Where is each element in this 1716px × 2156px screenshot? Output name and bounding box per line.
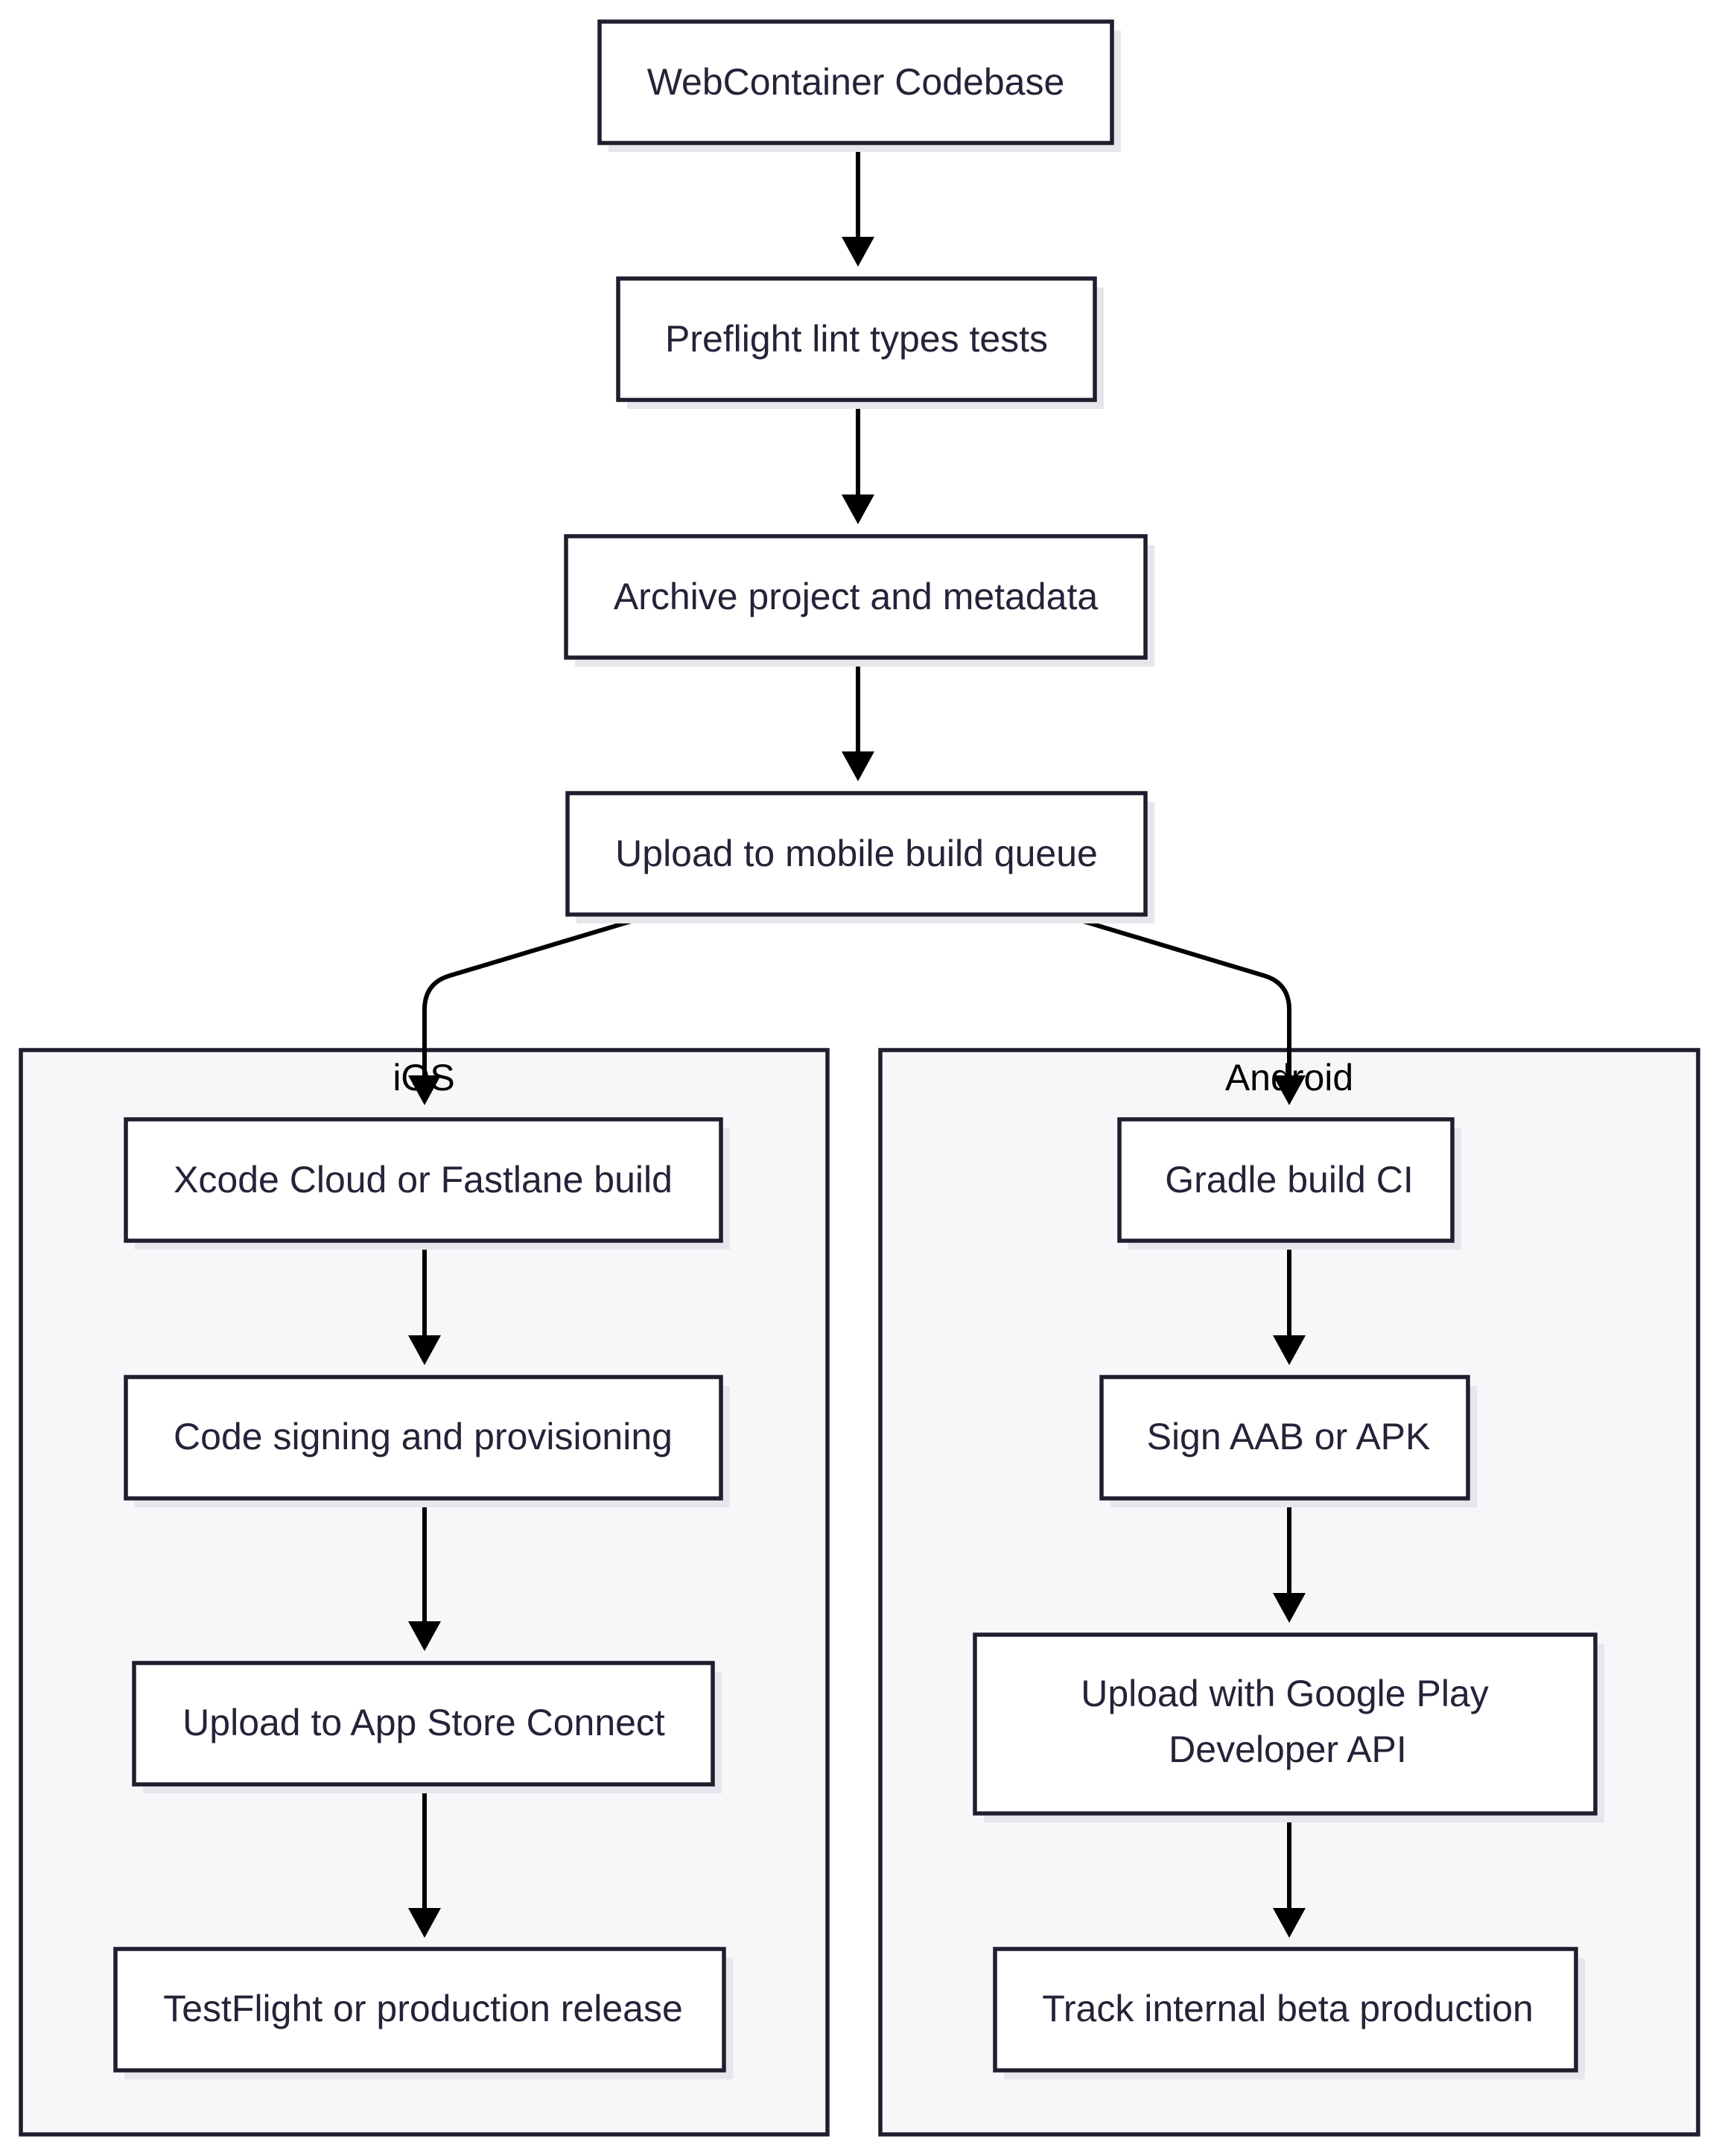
edge-preflight-to-archive: [842, 400, 874, 524]
edge-ios-build-to-signing: [408, 1241, 441, 1365]
node-android-build-label: Gradle build CI: [1165, 1159, 1414, 1201]
node-upload-queue[interactable]: Upload to mobile build queue: [565, 791, 1154, 923]
node-ios-release[interactable]: TestFlight or production release: [113, 1947, 733, 2079]
edge-android-upload-to-track: [1273, 1813, 1306, 1938]
node-ios-signing[interactable]: Code signing and provisioning: [124, 1375, 730, 1507]
node-ios-build-label: Xcode Cloud or Fastlane build: [174, 1159, 673, 1201]
node-android-sign[interactable]: Sign AAB or APK: [1099, 1375, 1477, 1507]
arrowhead: [408, 1621, 441, 1651]
node-preflight-label: Preflight lint types tests: [665, 318, 1048, 360]
node-upload-queue-label: Upload to mobile build queue: [615, 833, 1098, 874]
edge-android-sign-to-upload: [1273, 1498, 1306, 1623]
node-archive[interactable]: Archive project and metadata: [564, 534, 1154, 667]
node-codebase-label: WebContainer Codebase: [647, 61, 1065, 103]
edge-upload-queue-to-android-build: [1063, 913, 1306, 1105]
arrowhead: [1273, 1593, 1306, 1623]
arrowhead: [408, 1335, 441, 1365]
node-android-build[interactable]: Gradle build CI: [1117, 1117, 1461, 1250]
node-android-track[interactable]: Track internal beta production: [993, 1947, 1585, 2079]
arrowhead: [408, 1075, 441, 1105]
edge-archive-to-upload-queue: [842, 658, 874, 781]
node-ios-release-label: TestFlight or production release: [163, 1988, 683, 2029]
edge-ios-upload-to-release: [408, 1784, 441, 1938]
arrowhead: [842, 495, 874, 524]
arrowhead: [1273, 1075, 1306, 1105]
node-ios-upload-label: Upload to App Store Connect: [182, 1702, 665, 1743]
node-android-upload[interactable]: Upload with Google Play Developer API: [973, 1632, 1604, 1822]
node-ios-signing-label: Code signing and provisioning: [174, 1416, 673, 1457]
edge-ios-signing-to-upload: [408, 1498, 441, 1651]
edge-upload-queue-to-ios-build: [408, 913, 652, 1105]
node-android-upload-label-line2: Developer API: [1169, 1729, 1407, 1770]
node-android-upload-label-line1: Upload with Google Play: [1081, 1673, 1489, 1714]
node-codebase[interactable]: WebContainer Codebase: [597, 19, 1121, 152]
arrowhead: [842, 237, 874, 267]
node-ios-build[interactable]: Xcode Cloud or Fastlane build: [124, 1117, 730, 1250]
edge-android-build-to-sign: [1273, 1241, 1306, 1365]
edge-codebase-to-preflight: [842, 143, 874, 267]
node-ios-upload[interactable]: Upload to App Store Connect: [132, 1661, 722, 1793]
arrowhead: [408, 1908, 441, 1938]
node-archive-label: Archive project and metadata: [614, 576, 1099, 617]
arrowhead: [842, 751, 874, 781]
node-android-sign-label: Sign AAB or APK: [1147, 1416, 1431, 1457]
node-android-track-label: Track internal beta production: [1042, 1988, 1534, 2029]
arrowhead: [1273, 1335, 1306, 1365]
node-preflight[interactable]: Preflight lint types tests: [616, 276, 1104, 409]
arrowhead: [1273, 1908, 1306, 1938]
